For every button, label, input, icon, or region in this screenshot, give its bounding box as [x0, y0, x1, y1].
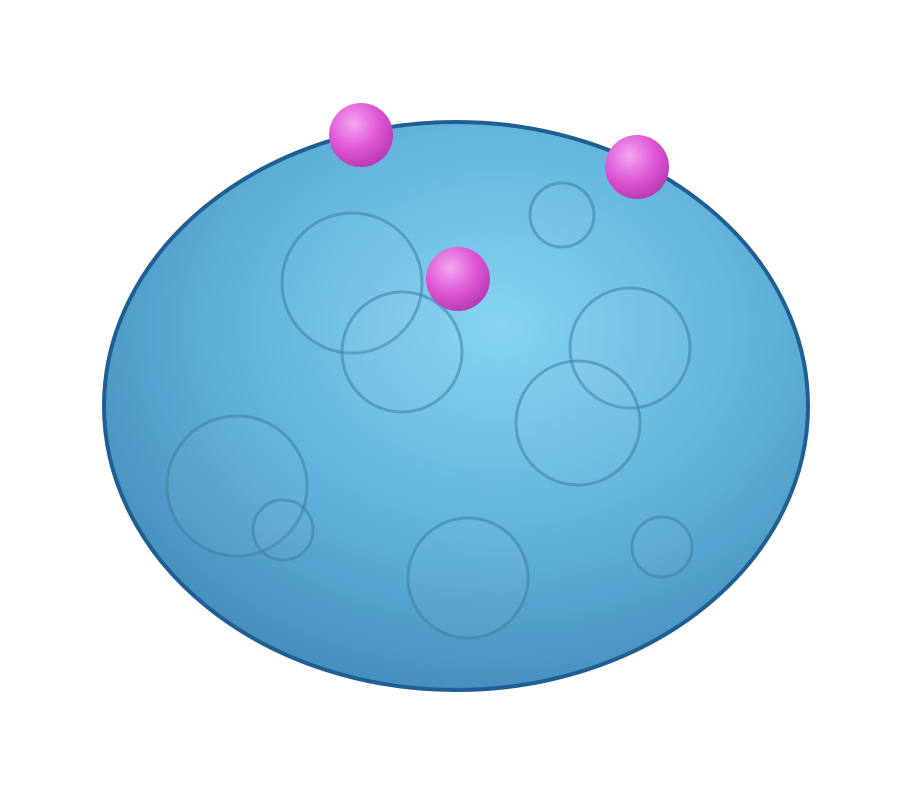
surface-particle: [329, 103, 393, 167]
inner-circle: [340, 290, 464, 414]
inner-circle: [251, 498, 315, 562]
inner-circle: [568, 286, 692, 410]
inner-circle: [528, 181, 596, 249]
inner-circles-group: [165, 181, 694, 640]
surface-particle: [426, 247, 490, 311]
inner-circle: [165, 414, 309, 558]
inner-circle: [514, 359, 642, 487]
inner-circle: [280, 211, 424, 355]
surface-particle: [605, 135, 669, 199]
inner-circle: [630, 515, 694, 579]
inner-circle: [406, 516, 530, 640]
surface-particles-group: [329, 103, 669, 311]
